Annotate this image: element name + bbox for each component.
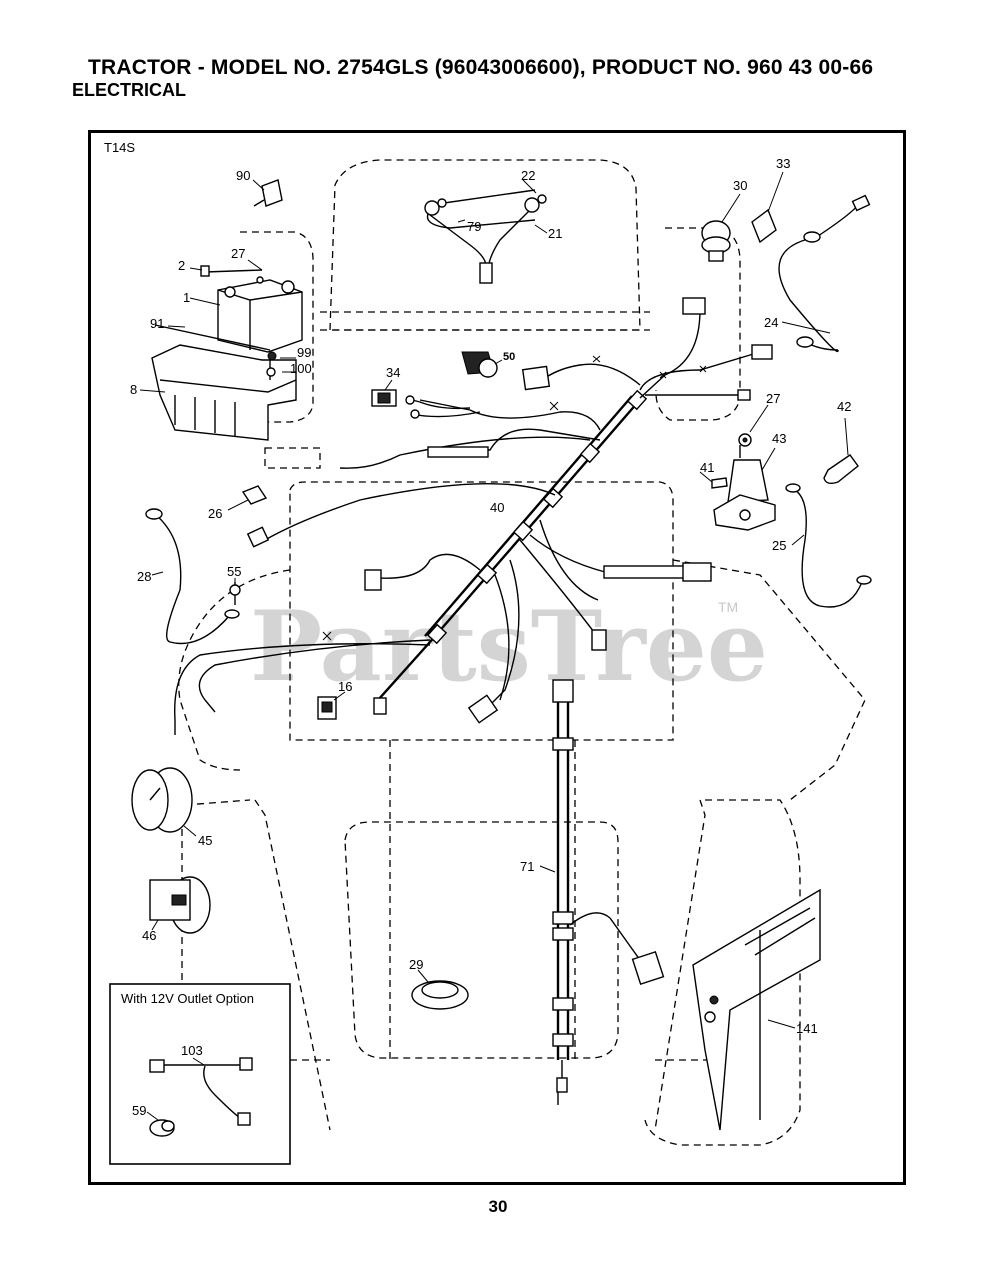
battery-group xyxy=(139,259,303,441)
main-wire-harness xyxy=(174,297,773,735)
callout-55: 55 xyxy=(227,564,241,579)
callout-26: 26 xyxy=(208,506,222,521)
callout-40: 40 xyxy=(490,500,504,515)
switch-34 xyxy=(371,379,481,419)
callout-71: 71 xyxy=(520,859,534,874)
diagram-frame xyxy=(88,130,906,1185)
callout-42: 42 xyxy=(837,399,851,414)
section-subtitle: ELECTRICAL xyxy=(72,80,186,100)
callout-24: 24 xyxy=(764,315,778,330)
page-number: 30 xyxy=(488,1197,508,1216)
callout-100: 100 xyxy=(290,361,312,376)
callout-16: 16 xyxy=(338,679,352,694)
callout-91: 91 xyxy=(150,316,164,331)
callout-45: 45 xyxy=(198,833,212,848)
callout-79: 79 xyxy=(467,219,481,234)
callout-1: 1 xyxy=(183,290,190,305)
callout-41: 41 xyxy=(700,460,714,475)
callout-21: 21 xyxy=(548,226,562,241)
callout-27a: 27 xyxy=(231,246,245,261)
cable-25 xyxy=(785,483,872,608)
callout-59: 59 xyxy=(132,1103,146,1118)
callouts: 1 2 8 16 21 22 24 25 26 27 27 28 29 30 3… xyxy=(121,156,851,1118)
part-90 xyxy=(252,179,283,207)
part-50 xyxy=(461,351,503,378)
part-29 xyxy=(411,969,469,1010)
tractor-outline xyxy=(178,159,866,1146)
callout-8: 8 xyxy=(130,382,137,397)
part-45 xyxy=(131,767,197,837)
page-title: TRACTOR - MODEL NO. 2754GLS (96043006600… xyxy=(88,56,874,79)
callout-28: 28 xyxy=(137,569,151,584)
callout-25: 25 xyxy=(772,538,786,553)
part-42 xyxy=(823,417,859,485)
part-46 xyxy=(149,876,211,934)
callout-99: 99 xyxy=(297,345,311,360)
callout-90: 90 xyxy=(236,168,250,183)
part-55 xyxy=(229,578,241,605)
cable-24 xyxy=(778,194,871,352)
part-26 xyxy=(227,485,268,511)
inset-12v-outlet xyxy=(109,983,291,1165)
callout-46: 46 xyxy=(142,928,156,943)
callout-34: 34 xyxy=(386,365,400,380)
callout-103: 103 xyxy=(181,1043,203,1058)
callout-22: 22 xyxy=(521,168,535,183)
inset-label: With 12V Outlet Option xyxy=(121,991,254,1006)
callout-27b: 27 xyxy=(766,391,780,406)
headlight-harness xyxy=(424,179,548,284)
ignition-switch xyxy=(701,171,784,262)
harness-71 xyxy=(539,679,665,1105)
watermark-tm: TM xyxy=(718,599,738,615)
callout-30: 30 xyxy=(733,178,747,193)
diagram-code: T14S xyxy=(104,140,135,155)
callout-33: 33 xyxy=(776,156,790,171)
part-16 xyxy=(317,691,346,720)
callout-29: 29 xyxy=(409,957,423,972)
callout-50: 50 xyxy=(503,351,515,363)
solenoid-group xyxy=(699,404,776,531)
callout-43: 43 xyxy=(772,431,786,446)
cable-28 xyxy=(145,508,240,645)
part-141 xyxy=(692,888,821,1131)
callout-141: 141 xyxy=(796,1021,818,1036)
callout-2: 2 xyxy=(178,258,185,273)
